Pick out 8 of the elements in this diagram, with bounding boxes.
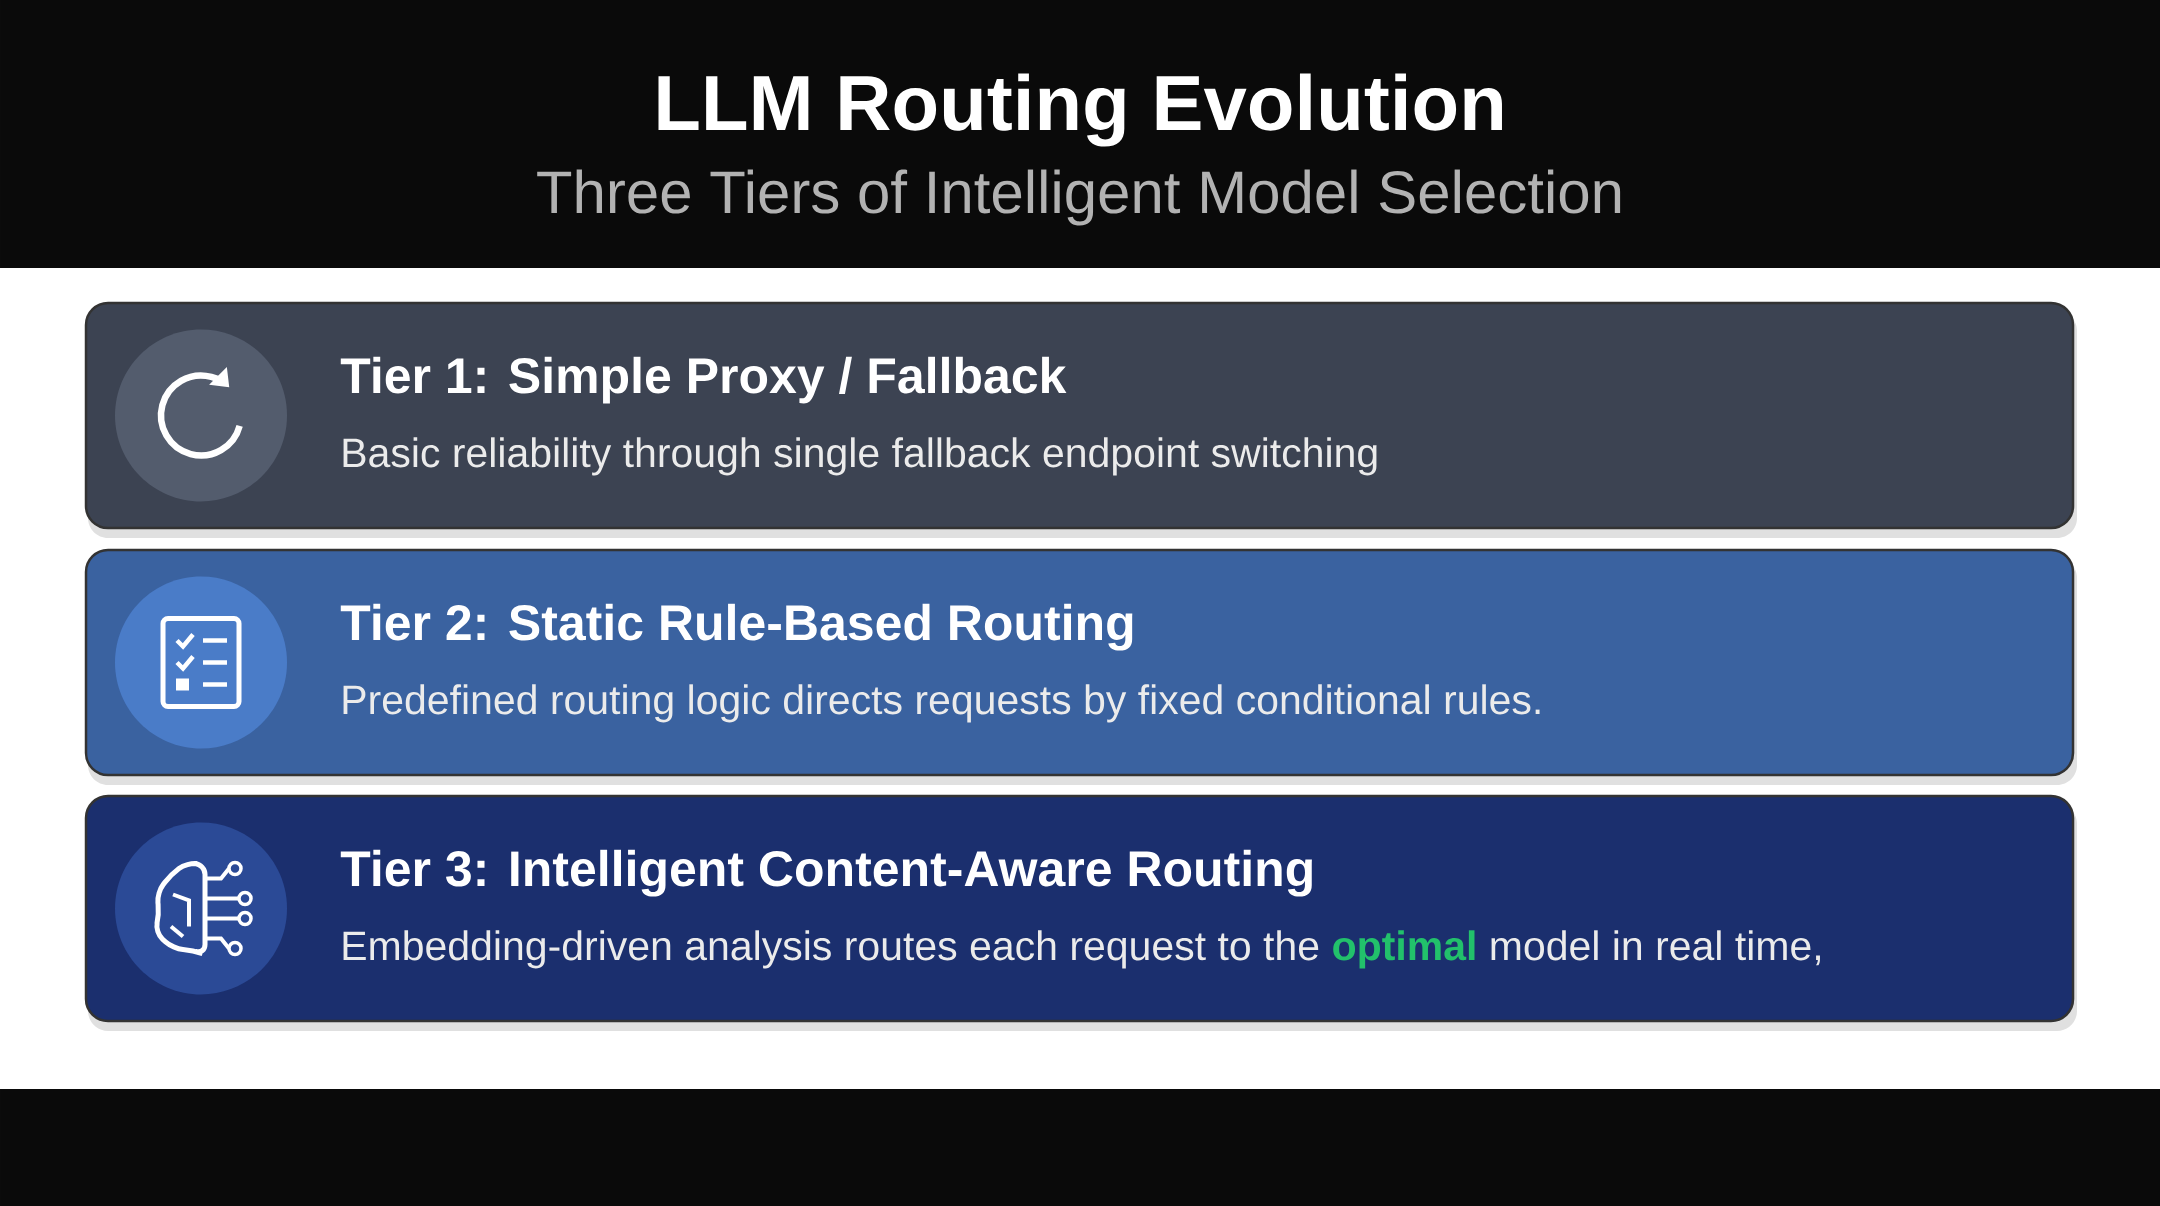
card-description: Embedding-driven analysis routes each request to the optimal model in real time, (343, 930, 1820, 969)
card-description: Basic reliability through single fallback endpoint switching (343, 437, 1377, 476)
card-heading: Tier 3: Intelligent Content-Aware Routing (340, 849, 1312, 897)
subtitle: Three Tiers of Intelligent Model Selection (537, 169, 1621, 226)
card-heading: Tier 2: Static Rule-Based Routing (340, 603, 1133, 651)
title: LLM Routing Evolution (658, 73, 1502, 147)
card-heading: Tier 1: Simple Proxy / Fallback (340, 356, 1067, 404)
card-description: Predefined routing logic directs requests by fixed conditional rules. (343, 684, 1540, 723)
